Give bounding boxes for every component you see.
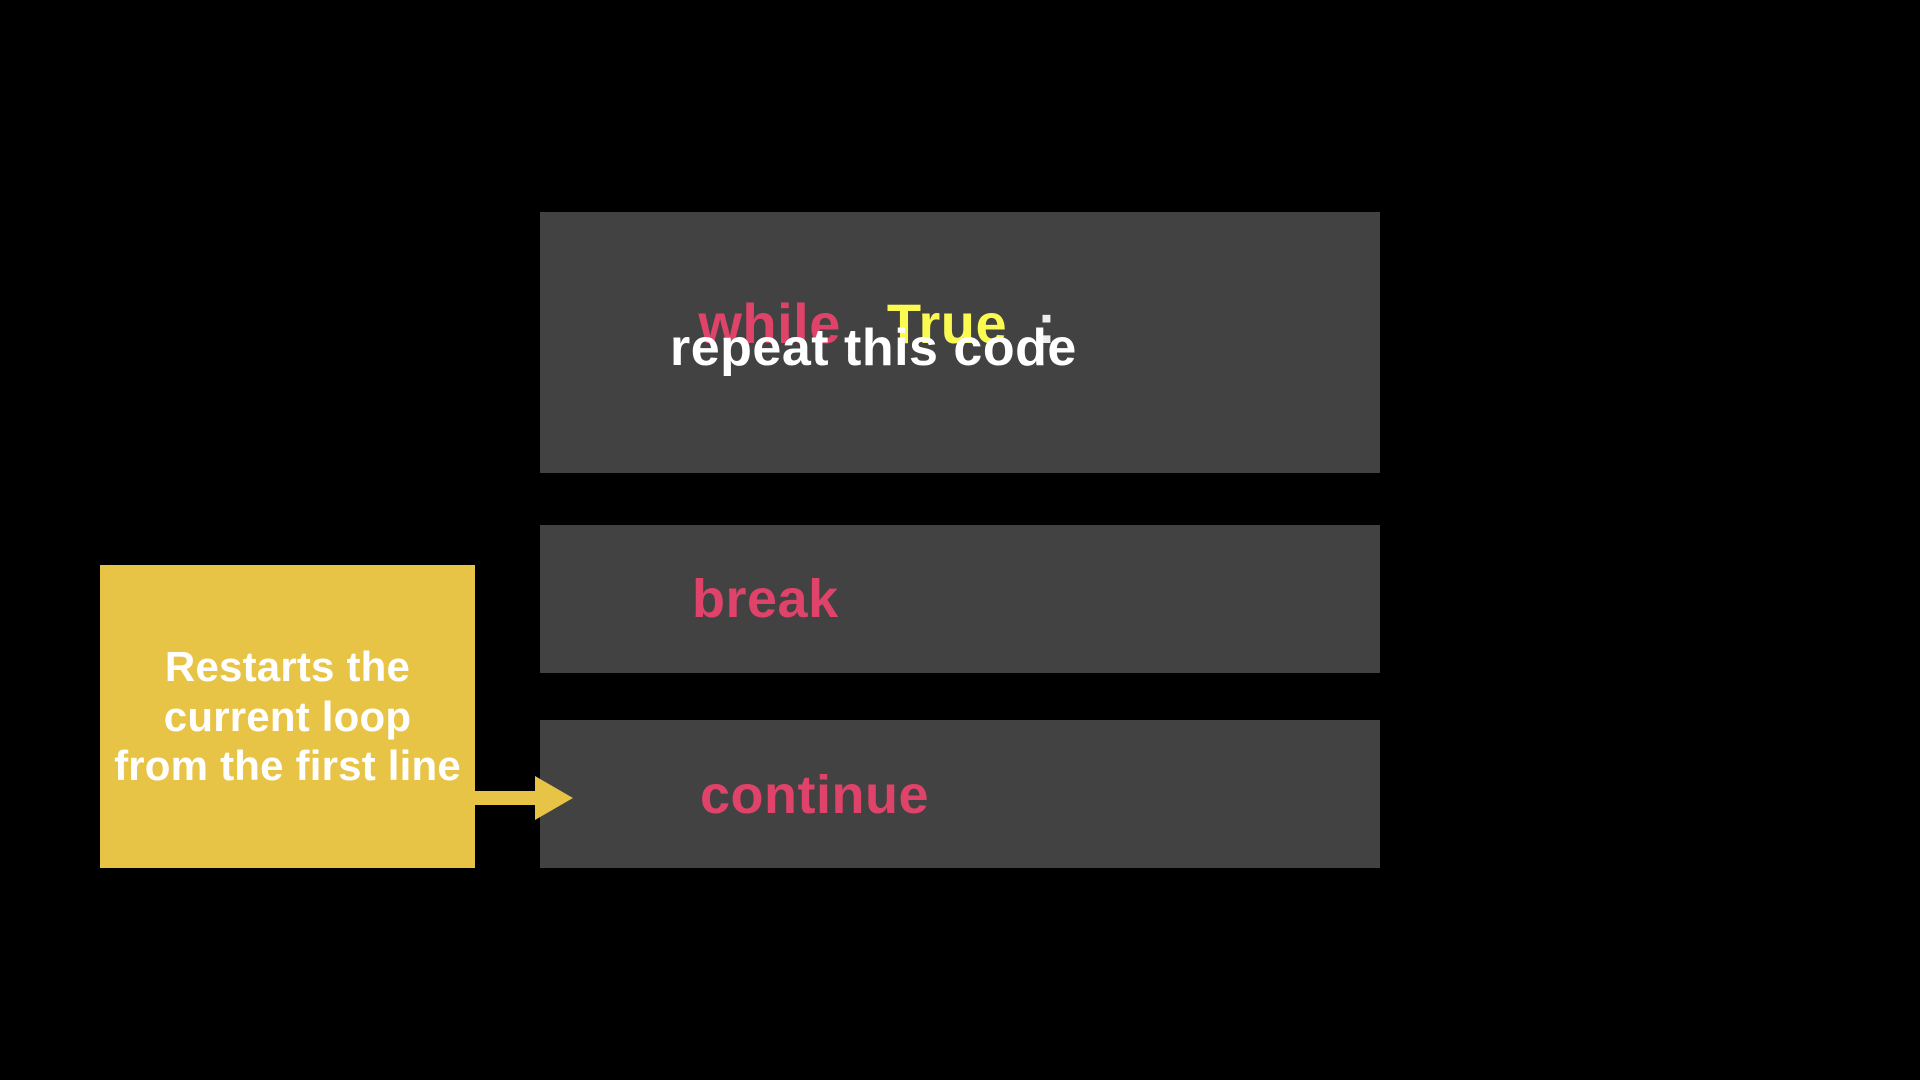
keyword-continue: continue <box>700 765 929 825</box>
punctuation-colon: : <box>1037 292 1057 355</box>
keyword-break: break <box>692 569 839 629</box>
callout-text: Restarts the current loop from the first… <box>114 643 461 790</box>
code-line-repeat-this-code: repeat this code <box>670 319 1077 377</box>
code-block-break: break <box>540 525 1380 673</box>
boolean-true: True <box>886 292 1008 355</box>
code-line-while-true: while True: <box>602 240 1056 408</box>
code-block-while: while True: repeat this code <box>540 212 1380 473</box>
code-block-continue: continue <box>540 720 1380 868</box>
keyword-while: while <box>698 292 841 355</box>
callout-box-continue: Restarts the current loop from the first… <box>100 565 475 868</box>
arrow-right-icon <box>475 776 573 820</box>
